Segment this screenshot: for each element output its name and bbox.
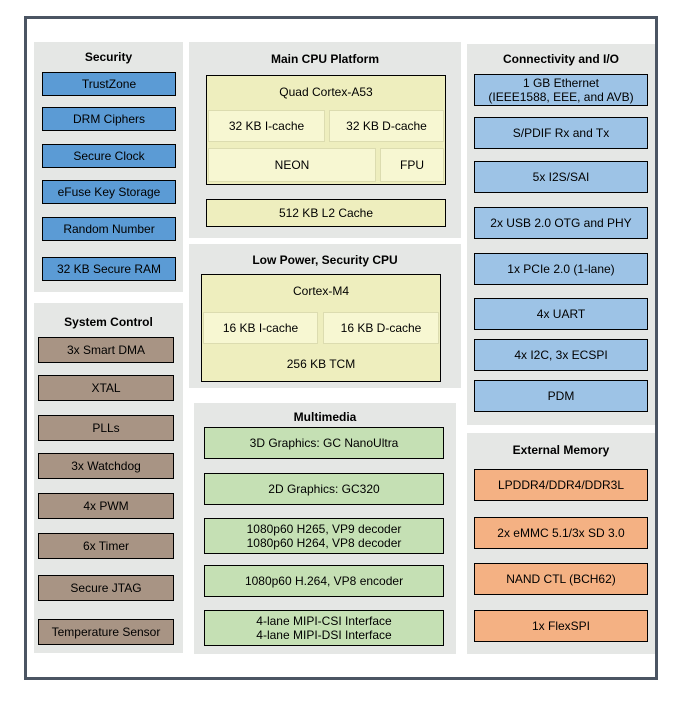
multimedia-encoder: 1080p60 H.264, VP8 encoder <box>204 565 444 597</box>
connectivity-i2c-ecspi: 4x I2C, 3x ECSPI <box>474 339 648 371</box>
main-cpu-dcache: 32 KB D-cache <box>329 110 444 142</box>
external-memory-title: External Memory <box>512 443 610 457</box>
sysctl-smart-dma: 3x Smart DMA <box>38 337 174 363</box>
main-cpu-icache: 32 KB I-cache <box>208 110 325 142</box>
connectivity-usb: 2x USB 2.0 OTG and PHY <box>474 207 648 239</box>
external-memory-panel: External Memory LPDDR4/DDR4/DDR3L 2x eMM… <box>467 433 655 654</box>
memory-nand-ctl: NAND CTL (BCH62) <box>474 563 648 595</box>
low-power-cpu-dcache: 16 KB D-cache <box>323 312 439 344</box>
security-drm-ciphers: DRM Ciphers <box>42 107 176 131</box>
connectivity-pcie: 1x PCIe 2.0 (1-lane) <box>474 253 648 285</box>
security-title: Security <box>84 50 133 64</box>
low-power-cpu-icache: 16 KB I-cache <box>203 312 318 344</box>
multimedia-mipi: 4-lane MIPI-CSI Interface 4-lane MIPI-DS… <box>204 610 444 646</box>
low-power-cpu-core: Cortex-M4 <box>203 277 439 305</box>
security-panel: Security TrustZone DRM Ciphers Secure Cl… <box>34 42 183 292</box>
multimedia-panel: Multimedia 3D Graphics: GC NanoUltra 2D … <box>194 403 456 654</box>
memory-lpddr4: LPDDR4/DDR4/DDR3L <box>474 469 648 501</box>
sysctl-pwm: 4x PWM <box>38 493 174 519</box>
connectivity-i2s-sai: 5x I2S/SAI <box>474 161 648 193</box>
multimedia-decoder: 1080p60 H265, VP9 decoder 1080p60 H264, … <box>204 518 444 554</box>
security-trustzone: TrustZone <box>42 72 176 96</box>
main-cpu-core: Quad Cortex-A53 <box>208 78 444 106</box>
main-cpu-neon: NEON <box>208 148 376 182</box>
sysctl-temperature-sensor: Temperature Sensor <box>38 619 174 645</box>
sysctl-plls: PLLs <box>38 415 174 441</box>
main-cpu-fpu: FPU <box>380 148 444 182</box>
sysctl-watchdog: 3x Watchdog <box>38 453 174 479</box>
low-power-cpu-title: Low Power, Security CPU <box>252 253 398 267</box>
connectivity-uart: 4x UART <box>474 298 648 330</box>
sysctl-timer: 6x Timer <box>38 533 174 559</box>
main-cpu-panel: Main CPU Platform Quad Cortex-A53 32 KB … <box>189 42 461 238</box>
security-random-number: Random Number <box>42 217 176 241</box>
connectivity-title: Connectivity and I/O <box>502 52 619 66</box>
main-cpu-l2-cache: 512 KB L2 Cache <box>206 199 446 227</box>
sysctl-secure-jtag: Secure JTAG <box>38 575 174 601</box>
sysctl-xtal: XTAL <box>38 375 174 401</box>
security-efuse: eFuse Key Storage <box>42 180 176 204</box>
low-power-cpu-tcm: 256 KB TCM <box>203 348 439 380</box>
security-secure-clock: Secure Clock <box>42 144 176 168</box>
multimedia-2d-graphics: 2D Graphics: GC320 <box>204 473 444 505</box>
connectivity-spdif: S/PDIF Rx and Tx <box>474 117 648 149</box>
security-secure-ram: 32 KB Secure RAM <box>42 257 176 281</box>
system-control-panel: System Control 3x Smart DMA XTAL PLLs 3x… <box>34 303 183 653</box>
memory-emmc-sd: 2x eMMC 5.1/3x SD 3.0 <box>474 517 648 549</box>
connectivity-ethernet: 1 GB Ethernet (IEEE1588, EEE, and AVB) <box>474 74 648 106</box>
main-cpu-title: Main CPU Platform <box>270 52 379 66</box>
connectivity-panel: Connectivity and I/O 1 GB Ethernet (IEEE… <box>467 44 655 425</box>
multimedia-3d-graphics: 3D Graphics: GC NanoUltra <box>204 427 444 459</box>
connectivity-pdm: PDM <box>474 380 648 412</box>
system-control-title: System Control <box>64 315 153 329</box>
memory-flexspi: 1x FlexSPI <box>474 610 648 642</box>
diagram-frame <box>24 16 658 680</box>
multimedia-title: Multimedia <box>293 410 357 424</box>
low-power-cpu-panel: Low Power, Security CPU Cortex-M4 16 KB … <box>189 244 461 388</box>
